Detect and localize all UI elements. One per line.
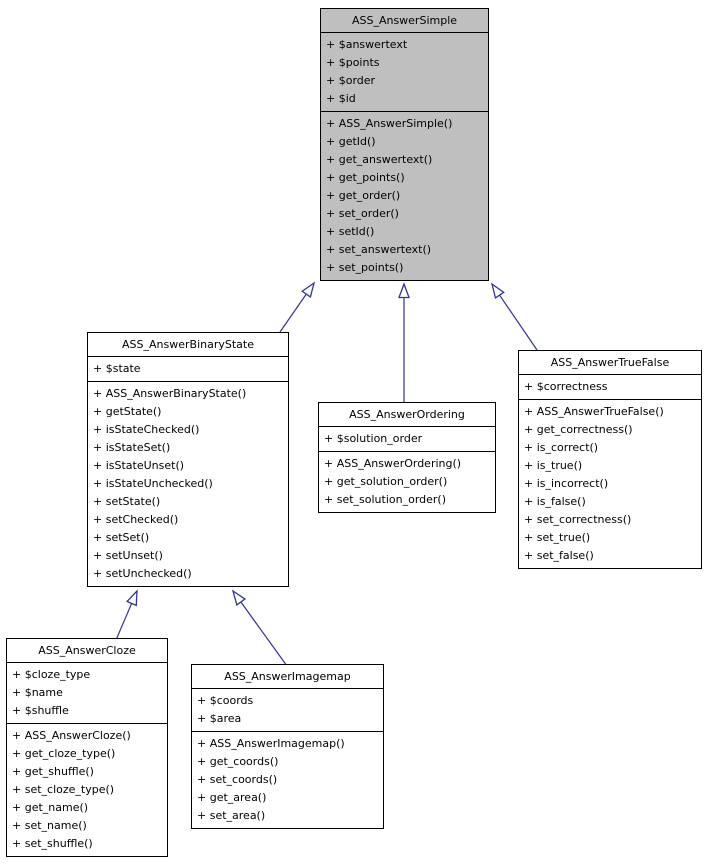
class-title: ASS_AnswerOrdering: [349, 408, 465, 421]
class-node-ass-answersimple[interactable]: ASS_AnswerSimple + $answertext + $points…: [320, 8, 489, 281]
method: + set_name(): [12, 819, 87, 832]
methods-section: + ASS_AnswerBinaryState() + getState() +…: [88, 381, 288, 586]
method: + set_false(): [524, 549, 594, 562]
attribute: + $coords: [197, 694, 254, 707]
method: + setSet(): [93, 531, 150, 544]
method: + ASS_AnswerImagemap(): [197, 737, 345, 750]
methods-section: + ASS_AnswerTrueFalse() + get_correctnes…: [519, 399, 701, 568]
method: + set_correctness(): [524, 513, 632, 526]
attribute: + $state: [93, 362, 141, 375]
attribute: + $cloze_type: [12, 668, 91, 681]
attribute: + $correctness: [524, 380, 608, 393]
method: + get_shuffle(): [12, 765, 94, 778]
methods-section: + ASS_AnswerImagemap() + get_coords() + …: [192, 731, 383, 828]
method: + isStateUnchecked(): [93, 477, 213, 490]
attributes-section: + $solution_order: [319, 426, 495, 451]
method: + set_true(): [524, 531, 591, 544]
class-node-ass-answertruefalse[interactable]: ASS_AnswerTrueFalse + $correctness + ASS…: [518, 350, 702, 569]
method: + ASS_AnswerCloze(): [12, 729, 131, 742]
class-node-ass-answerbinarystate[interactable]: ASS_AnswerBinaryState + $state + ASS_Ans…: [87, 332, 289, 587]
attribute: + $order: [326, 74, 376, 87]
attribute: + $name: [12, 686, 63, 699]
method: + isStateSet(): [93, 441, 171, 454]
attributes-section: + $correctness: [519, 374, 701, 399]
class-node-ass-answerordering[interactable]: ASS_AnswerOrdering + $solution_order + A…: [318, 402, 496, 513]
method: + set_coords(): [197, 773, 278, 786]
attributes-section: + $state: [88, 356, 288, 381]
class-title: ASS_AnswerTrueFalse: [550, 356, 670, 369]
method: + setState(): [93, 495, 161, 508]
method: + set_shuffle(): [12, 837, 93, 850]
method: + getState(): [93, 405, 162, 418]
methods-section: + ASS_AnswerOrdering() + get_solution_or…: [319, 451, 495, 512]
method: + set_answertext(): [326, 243, 432, 256]
method: + set_cloze_type(): [12, 783, 115, 796]
method: + set_order(): [326, 207, 399, 220]
attribute: + $answertext: [326, 38, 408, 51]
class-node-ass-answerimagemap[interactable]: ASS_AnswerImagemap + $coords + $area + A…: [191, 664, 384, 829]
methods-section: + ASS_AnswerCloze() + get_cloze_type() +…: [7, 723, 167, 856]
method: + get_coords(): [197, 755, 279, 768]
method: + set_area(): [197, 809, 266, 822]
attributes-section: + $answertext + $points + $order + $id: [321, 32, 488, 111]
class-node-ass-answercloze[interactable]: ASS_AnswerCloze + $cloze_type + $name + …: [6, 638, 168, 857]
method: + is_incorrect(): [524, 477, 609, 490]
inheritance-arrow-imagemap-to-binarystate: [231, 589, 288, 667]
method: + is_correct(): [524, 441, 599, 454]
attribute: + $area: [197, 712, 242, 725]
method: + ASS_AnswerBinaryState(): [93, 387, 247, 400]
method: + get_points(): [326, 171, 405, 184]
method: + get_correctness(): [524, 423, 633, 436]
method: + setUnset(): [93, 549, 163, 562]
method: + setId(): [326, 225, 375, 238]
inheritance-arrow-binarystate-to-simple: [279, 281, 316, 333]
method: + is_false(): [524, 495, 586, 508]
method: + set_points(): [326, 261, 404, 274]
inheritance-arrow-cloze-to-binarystate: [115, 589, 138, 641]
method: + ASS_AnswerSimple(): [326, 117, 453, 130]
method: + get_cloze_type(): [12, 747, 116, 760]
method: + get_solution_order(): [324, 475, 448, 488]
class-title: ASS_AnswerBinaryState: [122, 338, 254, 351]
method: + setUnchecked(): [93, 567, 192, 580]
class-title: ASS_AnswerCloze: [38, 644, 136, 657]
method: + get_order(): [326, 189, 401, 202]
method: + getId(): [326, 135, 376, 148]
method: + ASS_AnswerOrdering(): [324, 457, 462, 470]
method: + get_name(): [12, 801, 89, 814]
method: + isStateChecked(): [93, 423, 200, 436]
attribute: + $id: [326, 92, 356, 105]
attributes-section: + $cloze_type + $name + $shuffle: [7, 662, 167, 723]
attribute: + $shuffle: [12, 704, 69, 717]
inheritance-arrow-truefalse-to-simple: [490, 282, 538, 351]
method: + get_area(): [197, 791, 267, 804]
method: + is_true(): [524, 459, 583, 472]
method: + set_solution_order(): [324, 493, 446, 506]
attribute: + $points: [326, 56, 380, 69]
method: + ASS_AnswerTrueFalse(): [524, 405, 664, 418]
attribute: + $solution_order: [324, 432, 423, 445]
method: + isStateUnset(): [93, 459, 185, 472]
class-title: ASS_AnswerImagemap: [224, 670, 351, 683]
method: + setChecked(): [93, 513, 179, 526]
attributes-section: + $coords + $area: [192, 688, 383, 731]
class-title: ASS_AnswerSimple: [351, 14, 458, 27]
methods-section: + ASS_AnswerSimple() + getId() + get_ans…: [321, 111, 488, 280]
method: + get_answertext(): [326, 153, 433, 166]
